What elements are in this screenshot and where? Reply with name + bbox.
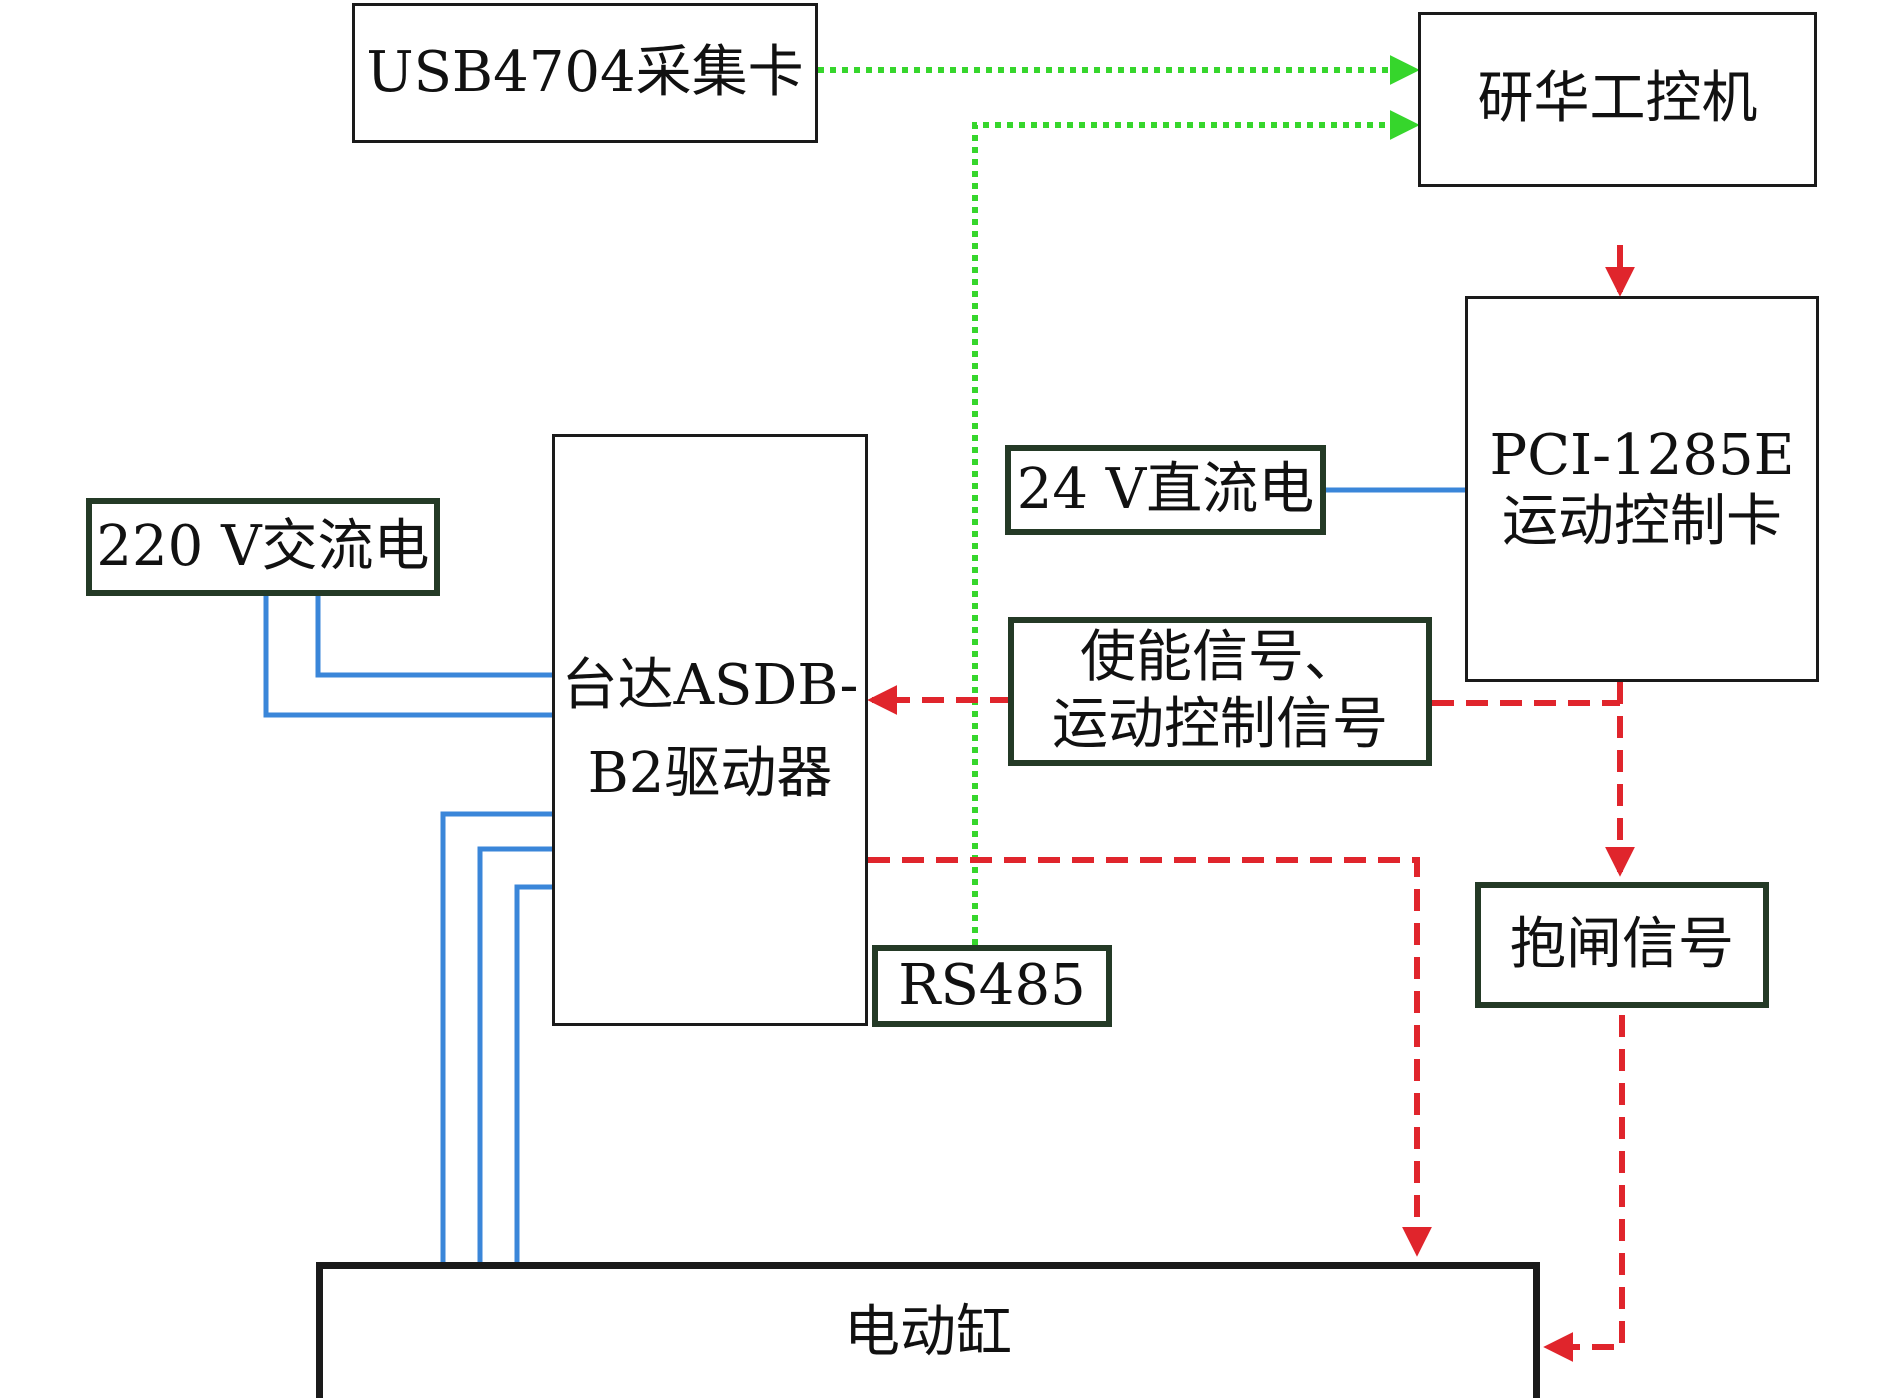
rs485-data-links (818, 55, 1420, 945)
actuator-box: 电动缸 (316, 1262, 1540, 1398)
dc24-label: 24 V直流电 (1016, 456, 1315, 522)
ac220-line-a (315, 596, 552, 678)
actuator-line-a (440, 811, 552, 1262)
ac220-label: 220 V交流电 (96, 513, 430, 579)
driver-label-line2: B2驱动器 (587, 741, 833, 806)
ipc-box: 研华工控机 (1418, 12, 1817, 187)
ac220-box: 220 V交流电 (86, 498, 440, 596)
usb4704-card-label: USB4704采集卡 (366, 39, 804, 105)
signals-label-line2: 运动控制信号 (1052, 691, 1388, 757)
ipc-label: 研华工控机 (1477, 66, 1758, 132)
brake-to-actuator-arrow (1543, 1015, 1625, 1362)
ac220-line-b (263, 596, 552, 718)
dc24-box: 24 V直流电 (1005, 445, 1326, 535)
actuator-line-c (514, 884, 552, 1262)
motion-card-label-line2: 运动控制卡 (1502, 489, 1782, 554)
driver-label-line1: 台达ASDB- (561, 652, 859, 718)
actuator-label: 电动缸 (844, 1300, 1012, 1366)
usb4704-card-box: USB4704采集卡 (352, 3, 818, 143)
brake-signal-label: 抱闸信号 (1510, 911, 1734, 977)
actuator-line-b (477, 846, 552, 1262)
signals-label-line1: 使能信号、 (1080, 625, 1360, 691)
control-lines (867, 245, 1635, 1362)
driver-box: 台达ASDB- B2驱动器 (552, 434, 868, 1026)
signals-box: 使能信号、 运动控制信号 (1008, 617, 1432, 766)
motion-card-label-line1: PCI-1285E (1489, 422, 1795, 488)
power-lines (263, 487, 1465, 1262)
rs485-to-ipc-link (972, 110, 1420, 945)
driver-to-actuator-arrow (868, 857, 1432, 1257)
brake-signal-box: 抱闸信号 (1475, 882, 1769, 1008)
motion-card-box: PCI-1285E 运动控制卡 (1465, 296, 1819, 682)
rs485-label: RS485 (898, 952, 1086, 1018)
rs485-box: RS485 (872, 945, 1112, 1027)
